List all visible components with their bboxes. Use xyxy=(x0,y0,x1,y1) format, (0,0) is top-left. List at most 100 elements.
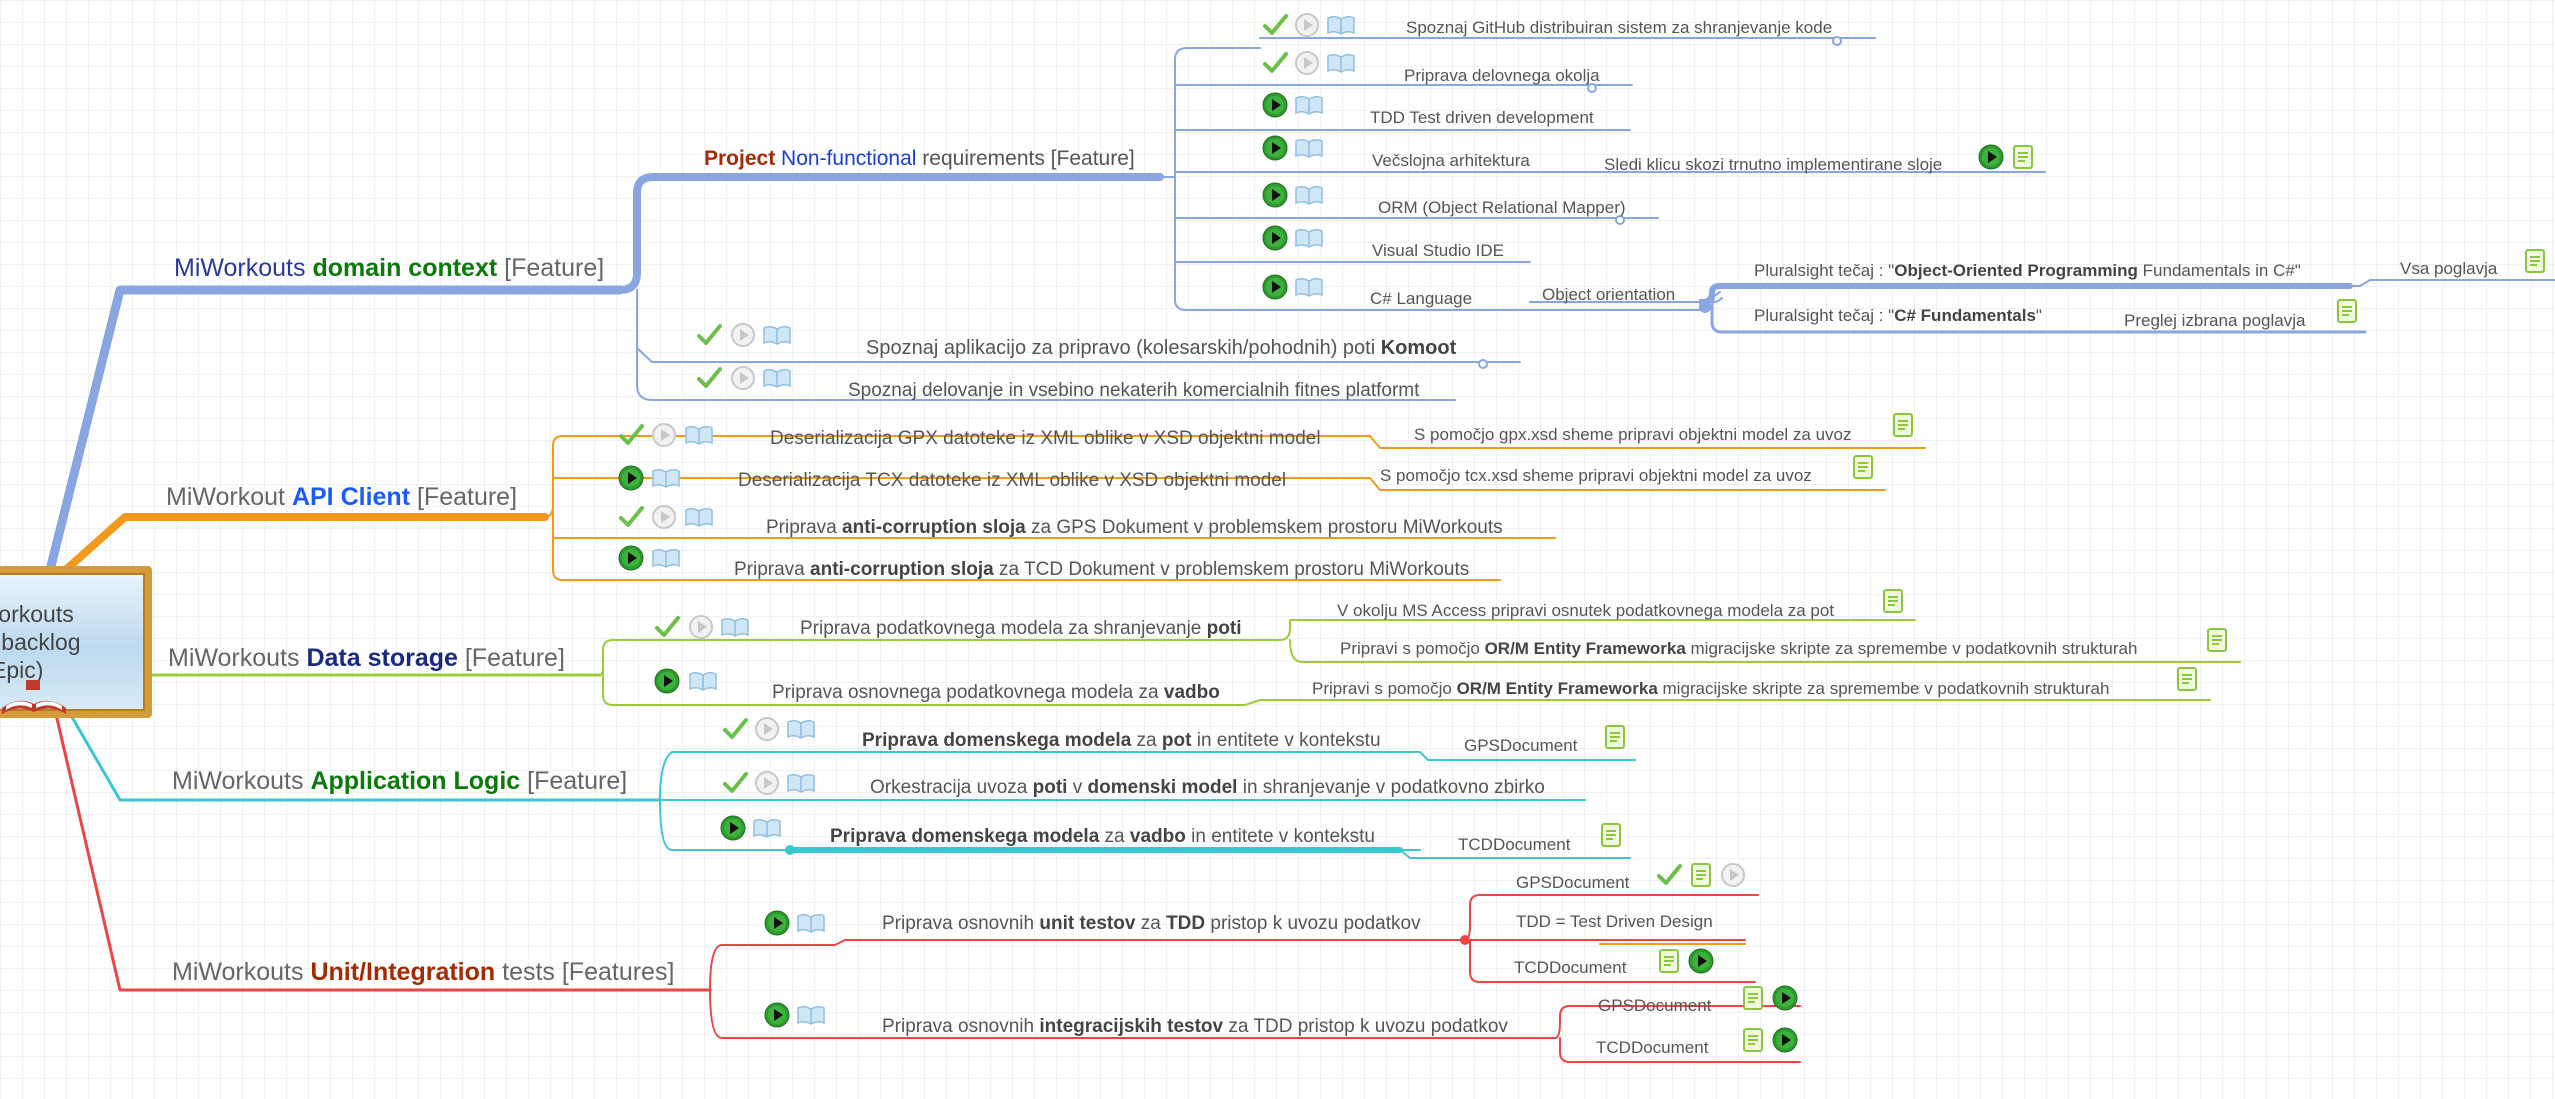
unit-tests-task[interactable]: Priprava osnovnih unit testov za TDD pri… xyxy=(882,913,1421,934)
play-disabled-icon[interactable] xyxy=(754,770,780,796)
play-icon[interactable] xyxy=(1772,1027,1798,1053)
play-disabled-icon[interactable] xyxy=(688,614,714,640)
play-icon[interactable] xyxy=(1262,135,1288,161)
book-icon[interactable] xyxy=(1326,50,1356,76)
book-icon[interactable] xyxy=(684,422,714,448)
book-icon[interactable] xyxy=(1294,182,1324,208)
tcx-deserialization[interactable]: Deserializacija TCX datoteke iz XML obli… xyxy=(738,470,1287,491)
play-disabled-icon[interactable] xyxy=(730,365,756,391)
play-disabled-icon[interactable] xyxy=(730,322,756,348)
note-icon[interactable] xyxy=(1880,588,1906,614)
ms-access-note[interactable]: V okolju MS Access pripravi osnutek poda… xyxy=(1337,601,1835,620)
book-icon[interactable] xyxy=(796,1002,826,1028)
pluralsight-oop-course[interactable]: Pluralsight tečaj : "Object-Oriented Pro… xyxy=(1754,261,2301,280)
note-icon[interactable] xyxy=(2174,666,2200,692)
book-icon[interactable] xyxy=(786,716,816,742)
play-icon[interactable] xyxy=(1262,92,1288,118)
play-disabled-icon[interactable] xyxy=(651,422,677,448)
note-icon[interactable] xyxy=(1602,724,1628,750)
play-disabled-icon[interactable] xyxy=(1294,12,1320,38)
fitness-platforms-task[interactable]: Spoznaj delovanje in vsebino nekaterih k… xyxy=(848,380,1420,401)
play-disabled-icon[interactable] xyxy=(1720,862,1746,888)
nf-item-tdd[interactable]: TDD Test driven development xyxy=(1370,108,1594,127)
note-icon[interactable] xyxy=(2204,627,2230,653)
storage-vadbo-model[interactable]: Priprava osnovnega podatkovnega modela z… xyxy=(772,682,1220,703)
play-disabled-icon[interactable] xyxy=(754,716,780,742)
unit-tdd-definition[interactable]: TDD = Test Driven Design xyxy=(1516,912,1713,931)
integration-tests-task[interactable]: Priprava osnovnih integracijskih testov … xyxy=(882,1016,1508,1037)
book-icon[interactable] xyxy=(1294,92,1324,118)
unit-gps-document[interactable]: GPSDocument xyxy=(1516,873,1630,892)
play-icon[interactable] xyxy=(618,465,644,491)
gpx-note[interactable]: S pomočjo gpx.xsd sheme pripravi objektn… xyxy=(1414,425,1852,444)
orchestration-task[interactable]: Orkestracija uvoza poti v domenski model… xyxy=(870,777,1545,798)
tcx-note[interactable]: S pomočjo tcx.xsd sheme pripravi objektn… xyxy=(1380,466,1812,485)
feature-api-client[interactable]: MiWorkout API Client [Feature] xyxy=(166,483,518,511)
tcd-document-logic[interactable]: TCDDocument xyxy=(1458,835,1571,854)
book-icon[interactable] xyxy=(752,815,782,841)
gps-document-logic[interactable]: GPSDocument xyxy=(1464,736,1578,755)
play-icon[interactable] xyxy=(1772,985,1798,1011)
book-icon[interactable] xyxy=(1294,225,1324,251)
play-disabled-icon[interactable] xyxy=(651,504,677,530)
note-icon[interactable] xyxy=(1740,1027,1766,1053)
pluralsight-csharp-note[interactable]: Preglej izbrana poglavja xyxy=(2124,311,2306,330)
nf-item-csharp[interactable]: C# Language xyxy=(1370,289,1473,308)
note-icon[interactable] xyxy=(1890,412,1916,438)
book-icon[interactable] xyxy=(720,614,750,640)
nf-item-github[interactable]: Spoznaj GitHub distribuiran sistem za sh… xyxy=(1406,18,1833,37)
feature-domain-context[interactable]: MiWorkouts domain context [Feature] xyxy=(174,254,605,282)
integration-tcd-document[interactable]: TCDDocument xyxy=(1596,1038,1709,1057)
note-icon[interactable] xyxy=(2010,144,2036,170)
storage-poti-model[interactable]: Priprava podatkovnega modela za shranjev… xyxy=(800,618,1242,639)
nf-item-delovno-okolje[interactable]: Priprava delovnega okolja xyxy=(1404,66,1600,85)
pluralsight-csharp-course[interactable]: Pluralsight tečaj : "C# Fundamentals" xyxy=(1754,306,2042,325)
feature-application-logic[interactable]: MiWorkouts Application Logic [Feature] xyxy=(172,767,628,795)
note-icon[interactable] xyxy=(2522,248,2548,274)
integration-gps-document[interactable]: GPSDocument xyxy=(1598,996,1712,1015)
feature-unit-integration-tests[interactable]: MiWorkouts Unit/Integration tests [Featu… xyxy=(172,958,675,986)
feature-data-storage[interactable]: MiWorkouts Data storage [Feature] xyxy=(168,644,565,672)
domain-model-pot[interactable]: Priprava domenskega modela za pot in ent… xyxy=(862,730,1381,751)
object-orientation[interactable]: Object orientation xyxy=(1542,285,1676,304)
nf-layers-note[interactable]: Sledi klicu skozi trnutno implementirane… xyxy=(1604,155,1943,174)
play-icon[interactable] xyxy=(1262,225,1288,251)
gpx-deserialization[interactable]: Deserializacija GPX datoteke iz XML obli… xyxy=(770,428,1321,449)
domain-model-vadbo[interactable]: Priprava domenskega modela za vadbo in e… xyxy=(830,826,1375,847)
book-icon[interactable] xyxy=(1294,274,1324,300)
book-icon[interactable] xyxy=(651,545,681,571)
note-icon[interactable] xyxy=(1740,985,1766,1011)
note-icon[interactable] xyxy=(1850,454,1876,480)
book-icon[interactable] xyxy=(796,910,826,936)
nonfunctional-requirements[interactable]: Project Non-functional requirements [Fea… xyxy=(704,147,1135,170)
nf-item-visual-studio[interactable]: Visual Studio IDE xyxy=(1372,241,1504,260)
play-icon[interactable] xyxy=(1978,144,2004,170)
acl-gps-task[interactable]: Priprava anti-corruption sloja za GPS Do… xyxy=(766,517,1503,538)
note-icon[interactable] xyxy=(1688,862,1714,888)
play-icon[interactable] xyxy=(1262,274,1288,300)
unit-tcd-document[interactable]: TCDDocument xyxy=(1514,958,1627,977)
book-icon[interactable] xyxy=(786,770,816,796)
play-icon[interactable] xyxy=(720,815,746,841)
play-icon[interactable] xyxy=(764,1002,790,1028)
nf-item-vecslojna[interactable]: Večslojna arhitektura xyxy=(1372,151,1530,170)
book-icon[interactable] xyxy=(684,504,714,530)
komoot-task[interactable]: Spoznaj aplikacijo za pripravo (kolesars… xyxy=(866,337,1457,359)
book-icon[interactable] xyxy=(762,365,792,391)
play-icon[interactable] xyxy=(654,668,680,694)
orm-migrations-note-2[interactable]: Pripravi s pomočjo OR/M Entity Framework… xyxy=(1312,679,2110,698)
note-icon[interactable] xyxy=(1656,948,1682,974)
book-icon[interactable] xyxy=(651,465,681,491)
note-icon[interactable] xyxy=(2334,298,2360,324)
play-icon[interactable] xyxy=(1262,182,1288,208)
play-disabled-icon[interactable] xyxy=(1294,50,1320,76)
book-icon[interactable] xyxy=(688,668,718,694)
play-icon[interactable] xyxy=(764,910,790,936)
note-icon[interactable] xyxy=(1598,822,1624,848)
play-icon[interactable] xyxy=(1688,948,1714,974)
book-icon[interactable] xyxy=(1294,135,1324,161)
root-node[interactable]: Workouts ct backlog Epic) xyxy=(0,566,152,718)
play-icon[interactable] xyxy=(618,545,644,571)
orm-migrations-note-1[interactable]: Pripravi s pomočjo OR/M Entity Framework… xyxy=(1340,639,2138,658)
acl-tcd-task[interactable]: Priprava anti-corruption sloja za TCD Do… xyxy=(734,559,1470,580)
